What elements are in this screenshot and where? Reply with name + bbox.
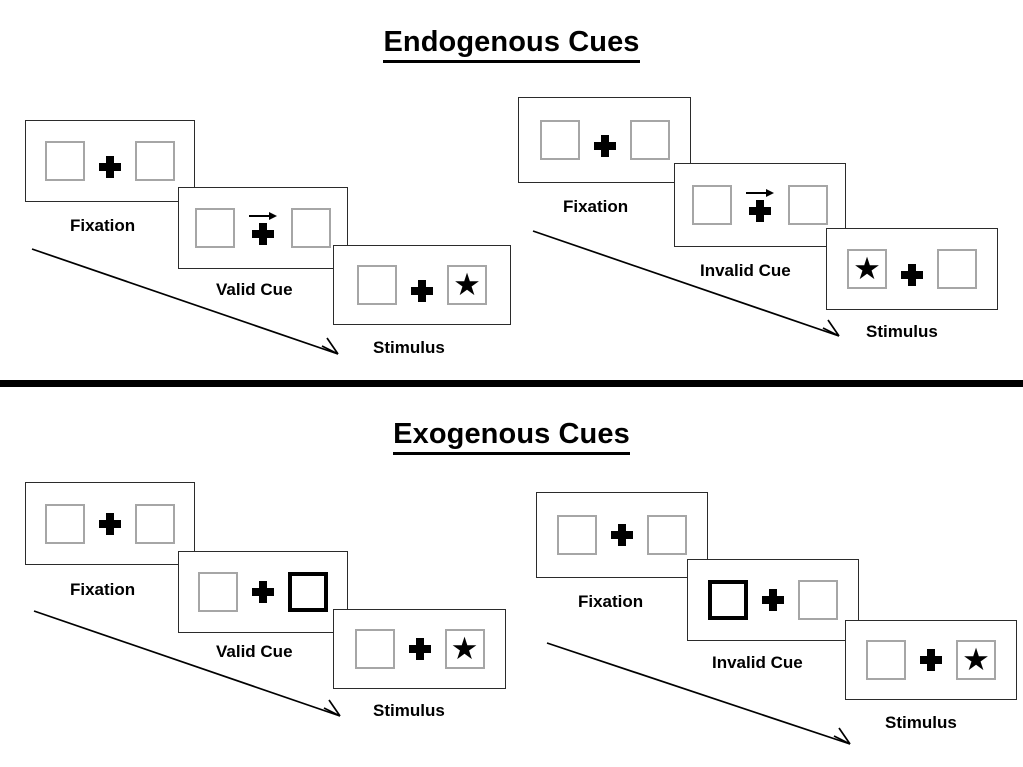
panel-exogenous-valid-stimulus[interactable]: ★ xyxy=(333,609,506,689)
right-box xyxy=(291,208,331,248)
panel-endogenous-invalid-stimulus[interactable]: ★ xyxy=(826,228,998,310)
right-box xyxy=(788,185,828,225)
right-box: ★ xyxy=(956,640,996,680)
time-arrow-endogenous-invalid xyxy=(531,228,851,343)
cue-stack xyxy=(99,144,121,178)
left-box xyxy=(354,629,395,669)
fixation-cross-icon xyxy=(99,156,121,178)
fixation-cross-icon xyxy=(901,264,923,286)
caption-endogenous-invalid-fixation: Fixation xyxy=(563,197,629,216)
cue-stack xyxy=(901,252,923,286)
panel-endogenous-valid-cue[interactable] xyxy=(178,187,348,269)
left-box xyxy=(45,503,85,544)
fixation-cross-icon xyxy=(749,200,771,222)
fixation-cross-icon xyxy=(920,649,942,671)
section-title-exogenous: Exogenous Cues xyxy=(0,418,1023,455)
caption-exogenous-invalid-cue: Invalid Cue xyxy=(712,653,803,672)
panel-exogenous-invalid-stimulus[interactable]: ★ xyxy=(845,620,1017,700)
fixation-cross-icon xyxy=(593,135,616,157)
caption-endogenous-valid-fixation: Fixation xyxy=(70,216,136,235)
caption-endogenous-invalid-cue: Invalid Cue xyxy=(700,261,791,280)
fixation-cross-icon xyxy=(762,589,784,611)
cue-stack xyxy=(611,524,633,546)
panel-exogenous-invalid-fixation[interactable] xyxy=(536,492,708,578)
fixation-cross-icon xyxy=(611,524,633,546)
cue-stack xyxy=(252,581,274,603)
right-box xyxy=(629,120,670,160)
left-box xyxy=(45,141,85,181)
left-box xyxy=(692,185,732,225)
left-box xyxy=(866,640,906,680)
fixation-cross-icon xyxy=(411,280,433,302)
fixation-cross-icon xyxy=(252,223,274,245)
cue-stack xyxy=(762,589,784,611)
caption-endogenous-valid-cue: Valid Cue xyxy=(216,280,293,299)
caption-exogenous-invalid-stimulus: Stimulus xyxy=(885,713,957,732)
fixation-cross-icon xyxy=(99,512,121,535)
star-icon: ★ xyxy=(450,630,479,666)
right-box xyxy=(647,515,687,555)
left-box xyxy=(195,208,235,248)
star-icon: ★ xyxy=(962,641,990,677)
time-arrow-exogenous-invalid xyxy=(545,640,865,750)
right-arrow-cue-icon xyxy=(746,188,774,199)
section-title-exogenous-text: Exogenous Cues xyxy=(393,418,630,455)
left-box-cued xyxy=(708,580,748,620)
right-box: ★ xyxy=(444,629,485,669)
left-box xyxy=(357,265,397,305)
left-box xyxy=(557,515,597,555)
caption-exogenous-valid-cue: Valid Cue xyxy=(216,642,293,661)
time-arrow-exogenous-valid xyxy=(32,608,352,723)
right-arrow-cue-icon xyxy=(249,211,277,222)
left-box xyxy=(539,120,580,160)
caption-exogenous-valid-stimulus: Stimulus xyxy=(373,701,445,720)
cue-stack xyxy=(408,638,431,660)
time-arrow-endogenous-valid xyxy=(30,246,350,361)
star-icon: ★ xyxy=(853,250,881,286)
cue-stack xyxy=(411,268,433,302)
panel-endogenous-valid-stimulus[interactable]: ★ xyxy=(333,245,511,325)
right-box xyxy=(135,141,175,181)
fixation-cross-icon xyxy=(408,638,431,660)
cue-stack xyxy=(99,512,121,535)
caption-endogenous-invalid-stimulus: Stimulus xyxy=(866,322,938,341)
panel-exogenous-valid-fixation[interactable] xyxy=(25,482,195,565)
panel-endogenous-invalid-cue[interactable] xyxy=(674,163,846,247)
star-icon: ★ xyxy=(453,266,481,302)
section-divider xyxy=(0,380,1023,387)
caption-endogenous-valid-stimulus: Stimulus xyxy=(373,338,445,357)
right-box: ★ xyxy=(447,265,487,305)
section-title-endogenous: Endogenous Cues xyxy=(0,26,1023,63)
panel-endogenous-valid-fixation[interactable] xyxy=(25,120,195,202)
section-title-endogenous-text: Endogenous Cues xyxy=(383,26,640,63)
right-box xyxy=(135,503,175,544)
left-box xyxy=(198,572,238,612)
caption-exogenous-valid-fixation: Fixation xyxy=(70,580,136,599)
right-box xyxy=(937,249,977,289)
cue-stack xyxy=(920,649,942,671)
caption-exogenous-invalid-fixation: Fixation xyxy=(578,592,644,611)
left-box: ★ xyxy=(847,249,887,289)
cue-stack xyxy=(593,123,616,157)
right-box-cued xyxy=(288,572,328,612)
cue-stack xyxy=(746,188,774,222)
cue-stack xyxy=(249,211,277,245)
panel-endogenous-invalid-fixation[interactable] xyxy=(518,97,691,183)
panel-exogenous-invalid-cue[interactable] xyxy=(687,559,859,641)
panel-exogenous-valid-cue[interactable] xyxy=(178,551,348,633)
fixation-cross-icon xyxy=(252,581,274,603)
right-box xyxy=(798,580,838,620)
